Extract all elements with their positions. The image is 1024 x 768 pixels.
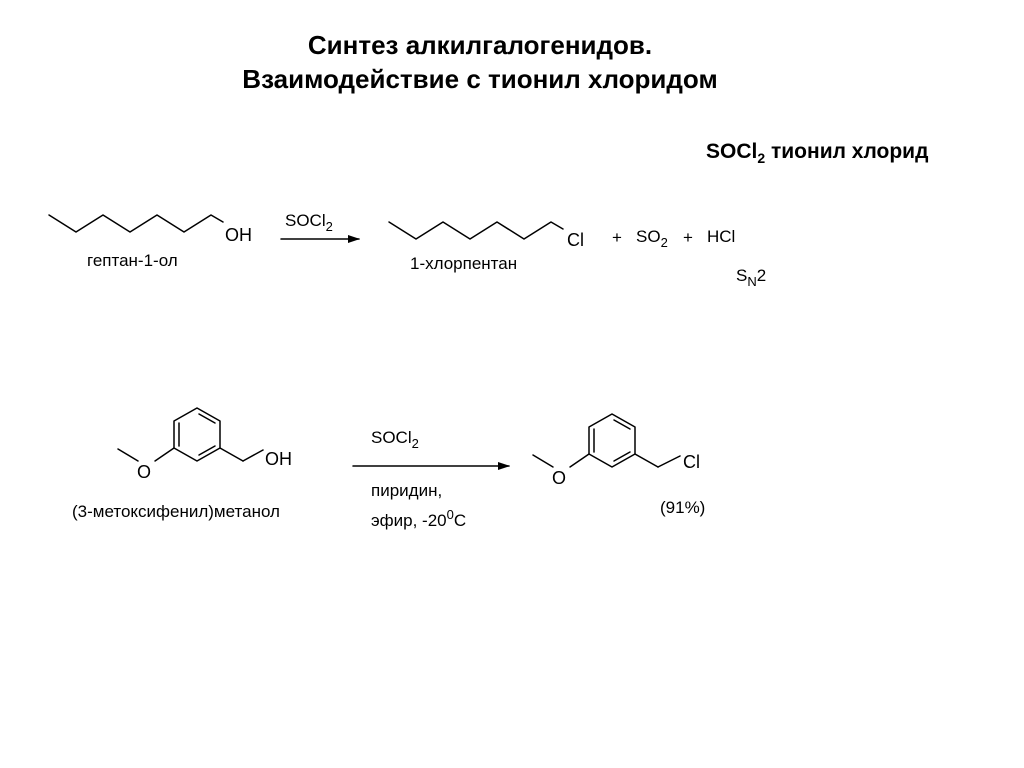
heptanol-carbon-chain xyxy=(48,214,224,233)
byproduct-so2: SO2 xyxy=(636,227,668,250)
reactant2-name: (3-метоксифенил)метанол xyxy=(72,502,280,521)
chloroalkane-name: 1-хлорпентан xyxy=(410,254,517,273)
methoxyphenyl-methanol-structure xyxy=(117,407,264,462)
reactant-benzene-ring xyxy=(173,407,221,462)
heptanol-name: гептан-1-ол xyxy=(87,251,178,270)
chloroalkane-cl-label: Cl xyxy=(567,230,584,250)
reaction1-reagent: SOCl2 xyxy=(285,211,333,234)
definition-formula: SOCl2 xyxy=(706,140,766,167)
product-ch2-cl-bond xyxy=(657,455,681,468)
product-benzene-ring xyxy=(588,413,636,468)
chloroalkane-carbon-chain xyxy=(388,221,564,240)
product-oxygen-label: O xyxy=(552,468,566,488)
reactant-ch2-o-bond xyxy=(242,449,264,462)
reactant-oh-label: OH xyxy=(265,449,292,469)
product-methyl-bond xyxy=(532,454,554,468)
reactant-methyl-bond xyxy=(117,448,139,462)
reactant-c-o-bond xyxy=(154,447,175,462)
mechanism-label: SN2 xyxy=(736,266,766,289)
slide-title-line2: Взаимодействие с тионил хлоридом xyxy=(242,64,718,94)
reaction2-reagent: SOCl2 xyxy=(371,428,419,451)
methoxybenzyl-chloride-structure xyxy=(532,413,681,468)
slide-title-line1: Синтез алкилгалогенидов. xyxy=(307,30,653,60)
plus-sign-1: + xyxy=(612,228,622,247)
reaction2-yield: (91%) xyxy=(660,498,705,517)
product-c-o-bond xyxy=(569,453,590,468)
definition-name: тионил хлорид xyxy=(770,140,929,163)
product-cl-label: Cl xyxy=(683,452,700,472)
heptanol-oh-label: OH xyxy=(225,225,252,245)
reactant-oxygen-label: O xyxy=(137,462,151,482)
byproduct-hcl: HCl xyxy=(707,227,735,246)
reaction2-condition-line1: пиридин, xyxy=(371,481,442,500)
product-ch2-bond xyxy=(634,453,659,468)
reactant-ch2-bond xyxy=(219,447,244,462)
plus-sign-2: + xyxy=(683,228,693,247)
thionyl-chloride-definition: SOCl2 тионил хлорид xyxy=(706,140,928,166)
reaction2-condition-line2: эфир, -200C xyxy=(371,507,466,530)
